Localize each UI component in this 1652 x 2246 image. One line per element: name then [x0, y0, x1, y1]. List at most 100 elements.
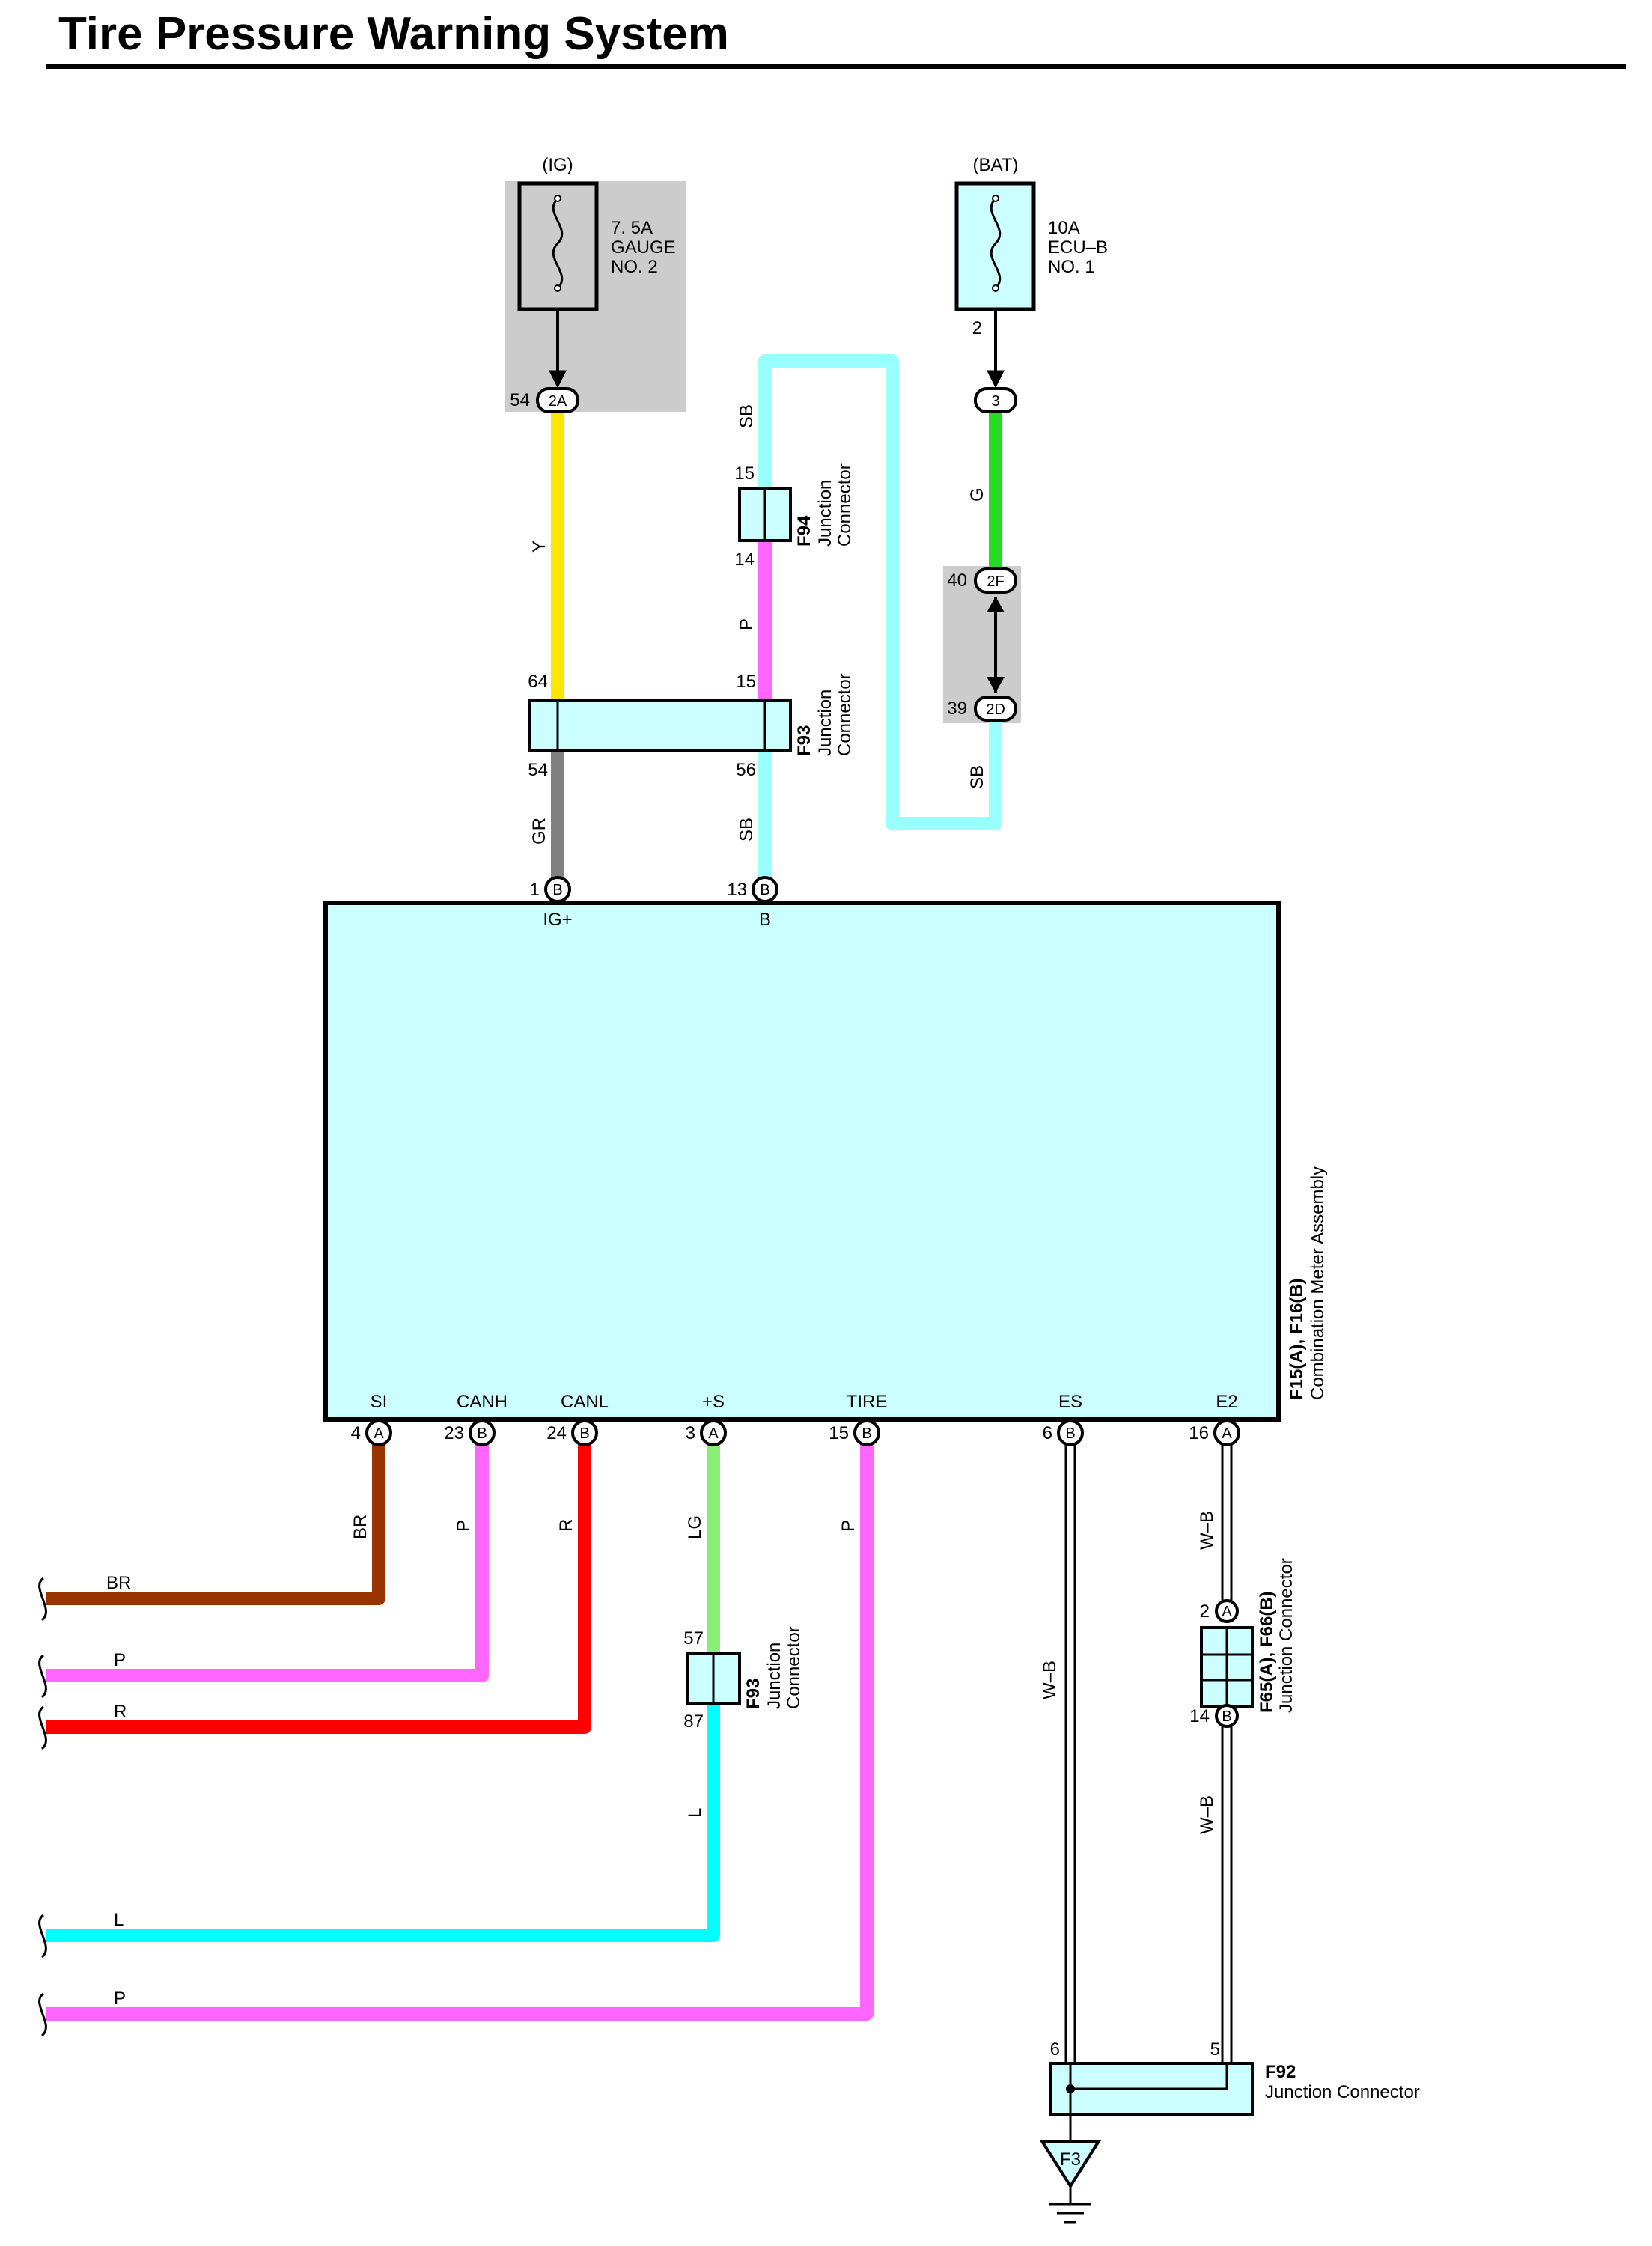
svg-text:SB: SB — [737, 404, 757, 428]
svg-text:CANH: CANH — [457, 1392, 508, 1412]
svg-text:14: 14 — [1189, 1706, 1210, 1726]
svg-text:Junction Connector: Junction Connector — [1265, 2082, 1420, 2102]
svg-text:P: P — [114, 1650, 126, 1670]
connector-2d: 2D 39 — [947, 696, 1017, 722]
svg-text:B: B — [552, 882, 562, 898]
wire-labels: Y SB P G SB GR SB BR P R LG P W–B W–B W–… — [106, 404, 1217, 2009]
svg-text:SB: SB — [737, 818, 757, 842]
svg-text:BR: BR — [106, 1573, 131, 1593]
svg-text:B: B — [1065, 1425, 1075, 1442]
svg-text:Y: Y — [529, 541, 549, 553]
svg-text:P: P — [114, 1988, 126, 2009]
junction-f92: 6 5 F92 Junction Connector — [1049, 2039, 1420, 2116]
svg-text:B: B — [477, 1425, 487, 1442]
page-title: Tire Pressure Warning System — [58, 8, 729, 60]
svg-text:F65(A), F66(B): F65(A), F66(B) — [1257, 1591, 1277, 1713]
svg-text:6: 6 — [1050, 2039, 1060, 2060]
meter-pin-b: B 13 B — [727, 876, 778, 930]
wire-wb-es — [1064, 1443, 1076, 2063]
svg-text:TIRE: TIRE — [847, 1392, 888, 1412]
svg-text:64: 64 — [528, 672, 548, 692]
svg-text:40: 40 — [947, 570, 967, 591]
svg-text:Junction: Junction — [815, 690, 835, 756]
svg-text:Junction: Junction — [764, 1643, 784, 1709]
svg-text:W–B: W–B — [1197, 1511, 1217, 1550]
meter-pin-canl: B 24 CANL — [546, 1392, 609, 1446]
svg-text:56: 56 — [736, 760, 756, 780]
fuse-bat-pin: 2 — [972, 318, 982, 338]
meter-pin-canh: B 23 CANH — [444, 1392, 508, 1446]
svg-text:57: 57 — [683, 1628, 704, 1649]
svg-text:16: 16 — [1189, 1423, 1209, 1443]
fuse-ig-name2: NO. 2 — [611, 257, 658, 277]
svg-text:2A: 2A — [549, 393, 567, 410]
svg-text:F92: F92 — [1265, 2062, 1296, 2082]
svg-text:F3: F3 — [1060, 2149, 1081, 2170]
svg-text:P: P — [838, 1520, 859, 1532]
junction-f94: 15 14 F94 Junction Connector — [734, 463, 855, 570]
wire-sb-loop — [758, 354, 1002, 830]
meter-pin-plus-s: A 3 +S — [686, 1392, 727, 1446]
svg-text:F94: F94 — [794, 515, 814, 547]
meter-pin-ig: B 1 IG+ — [530, 876, 573, 930]
svg-text:3: 3 — [991, 393, 999, 410]
svg-text:A: A — [708, 1425, 719, 1442]
svg-text:2F: 2F — [987, 573, 1004, 590]
svg-text:SI: SI — [371, 1392, 388, 1412]
connector-2a: 2A 54 — [510, 387, 579, 413]
junction-f93-lower: 57 87 F93 Junction Connector — [683, 1626, 804, 1732]
svg-text:IG+: IG+ — [543, 910, 572, 930]
svg-text:2D: 2D — [986, 702, 1005, 718]
meter-pin-tire: B 15 TIRE — [829, 1392, 888, 1446]
svg-text:A: A — [374, 1425, 384, 1442]
svg-text:Connector: Connector — [835, 463, 855, 547]
wire-l — [46, 1703, 720, 1942]
svg-text:P: P — [737, 618, 757, 630]
meter-name: Combination Meter Assembly — [1308, 1166, 1328, 1400]
fuse-bat-supply: (BAT) — [973, 155, 1019, 175]
svg-text:ES: ES — [1058, 1392, 1082, 1412]
wire-end-marks — [38, 1577, 47, 2037]
wire-r-canl — [46, 1445, 591, 1734]
svg-text:2: 2 — [1200, 1601, 1210, 1622]
svg-text:1: 1 — [530, 880, 540, 900]
wire-p-canh — [46, 1445, 489, 1682]
svg-text:R: R — [556, 1519, 576, 1532]
svg-text:87: 87 — [683, 1711, 704, 1732]
svg-text:G: G — [967, 487, 987, 502]
svg-text:F93: F93 — [743, 1679, 763, 1709]
wire-p-tire — [46, 1445, 874, 2021]
meter-pin-si: A 4 SI — [351, 1392, 392, 1446]
fuse-bat-name1: ECU–B — [1048, 237, 1108, 258]
svg-text:+S: +S — [702, 1392, 725, 1412]
svg-text:GR: GR — [529, 818, 549, 844]
svg-text:4: 4 — [351, 1423, 361, 1443]
svg-text:E2: E2 — [1216, 1392, 1237, 1412]
connector-3: 3 — [974, 387, 1017, 413]
svg-text:15: 15 — [736, 672, 756, 692]
svg-text:A: A — [1222, 1604, 1232, 1620]
svg-text:W–B: W–B — [1197, 1795, 1217, 1834]
svg-text:P: P — [454, 1520, 474, 1532]
svg-text:24: 24 — [546, 1423, 567, 1443]
svg-text:Connector: Connector — [835, 673, 855, 756]
ground-f3: F3 — [1039, 2089, 1102, 2224]
svg-text:Connector: Connector — [784, 1626, 804, 1709]
svg-text:6: 6 — [1043, 1423, 1052, 1443]
fuse-ig-rating: 7. 5A — [611, 218, 653, 238]
fuse-bat-name2: NO. 1 — [1048, 257, 1095, 277]
title-rule — [46, 64, 1626, 69]
combination-meter: F15(A), F16(B) Combination Meter Assembl… — [323, 901, 1328, 1422]
svg-text:B: B — [862, 1425, 871, 1442]
svg-text:13: 13 — [727, 880, 747, 900]
svg-text:B: B — [760, 882, 769, 898]
svg-text:CANL: CANL — [561, 1392, 609, 1412]
fuse-ig-name1: GAUGE — [611, 237, 676, 258]
svg-text:Junction Connector: Junction Connector — [1276, 1558, 1296, 1713]
wire-br — [46, 1445, 385, 1605]
svg-text:SB: SB — [967, 765, 987, 789]
svg-text:W–B: W–B — [1040, 1661, 1060, 1699]
svg-text:5: 5 — [1210, 2039, 1220, 2060]
junction-f93-top: 64 15 54 56 F93 Junction Connector — [528, 672, 855, 780]
svg-text:BR: BR — [350, 1515, 371, 1539]
